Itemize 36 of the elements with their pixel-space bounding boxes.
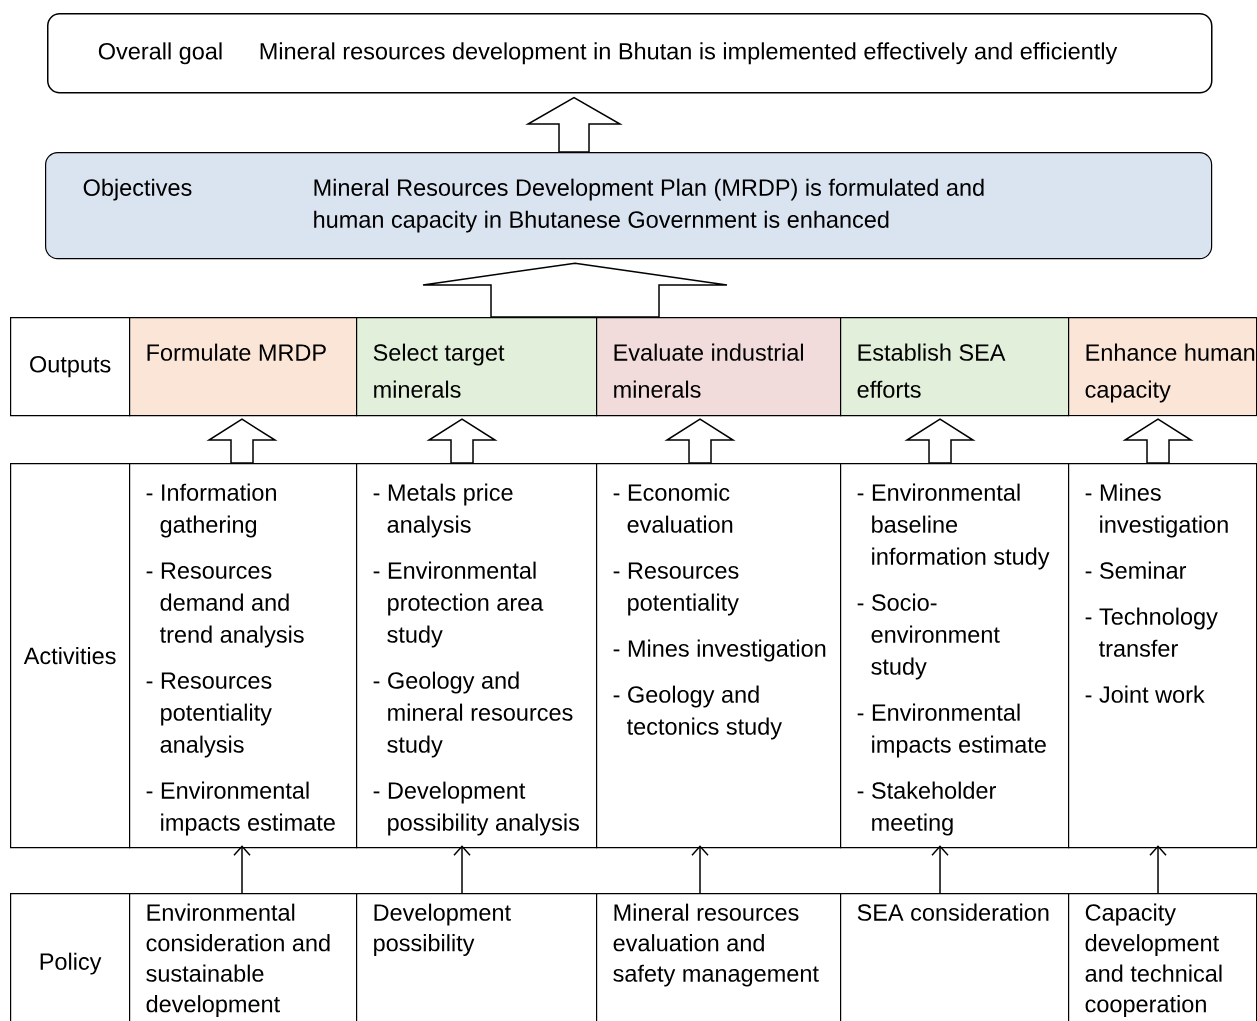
block-arrow (525, 96, 623, 153)
policy-cell: SEA consideration (840, 893, 1070, 1021)
arrow (691, 845, 709, 894)
node-label: Environmental consideration and sustainable development (146, 903, 330, 1018)
activity-cell: - Information gathering - Resources demand and trend analysis - Resources potentiality analysis - Environmental impacts estimate (129, 463, 358, 849)
activity-cell: - Mines investigation - Seminar - Technology transfer - Joint work (1068, 463, 1257, 849)
node-label: Mineral resources evaluation and safety management (613, 903, 819, 987)
arrow (1149, 845, 1167, 894)
policy-cell: Mineral resources evaluation and safety management (596, 893, 842, 1021)
activity-cell: - Environmental baseline information study - Socio-environment study - Environmental impacts estimate - Stakeholder meeting (840, 463, 1070, 849)
arrow (931, 845, 949, 894)
node-label: SEA consideration (857, 903, 1049, 921)
block-arrow (206, 418, 278, 464)
block-arrow (664, 418, 736, 464)
arrow (453, 845, 471, 894)
block-arrow (422, 262, 728, 318)
output-cell: Evaluate industrial minerals (596, 317, 842, 417)
arrow (233, 845, 251, 894)
header-cell: Outputs (10, 317, 131, 417)
activity-cell: - Economic evaluation - Resources potentiality - Mines investigation - Geology and tectonics study (596, 463, 842, 849)
goal-box: Overall goal Mineral resources development in Bhutan is implemented effectively and efficiently (47, 13, 1213, 94)
header-cell: Activities (10, 463, 131, 849)
block-arrow (904, 418, 976, 464)
node-label: Development possibility (374, 903, 511, 957)
header-cell: Policy (10, 893, 131, 1021)
output-cell: Formulate MRDP (129, 317, 358, 417)
output-cell: Select target minerals (356, 317, 598, 417)
block-arrow (426, 418, 498, 464)
activity-cell: - Metals price analysis - Environmental protection area study - Geology and mineral resources study - Development possibility analysis (356, 463, 598, 849)
policy-cell: Environmental consideration and sustainable development (129, 893, 358, 1021)
block-arrow (1122, 418, 1194, 464)
policy-cell: Development possibility (356, 893, 598, 1021)
output-cell: Establish SEA efforts (840, 317, 1070, 417)
objective-box: Objectives Mineral Resources Development Plan (MRDP) is formulated and human capacity in Bhutanese Government is enhanced (45, 152, 1213, 260)
output-cell: Enhance human capacity (1068, 317, 1257, 417)
policy-cell: Capacity development and technical cooperation (1068, 893, 1257, 1021)
